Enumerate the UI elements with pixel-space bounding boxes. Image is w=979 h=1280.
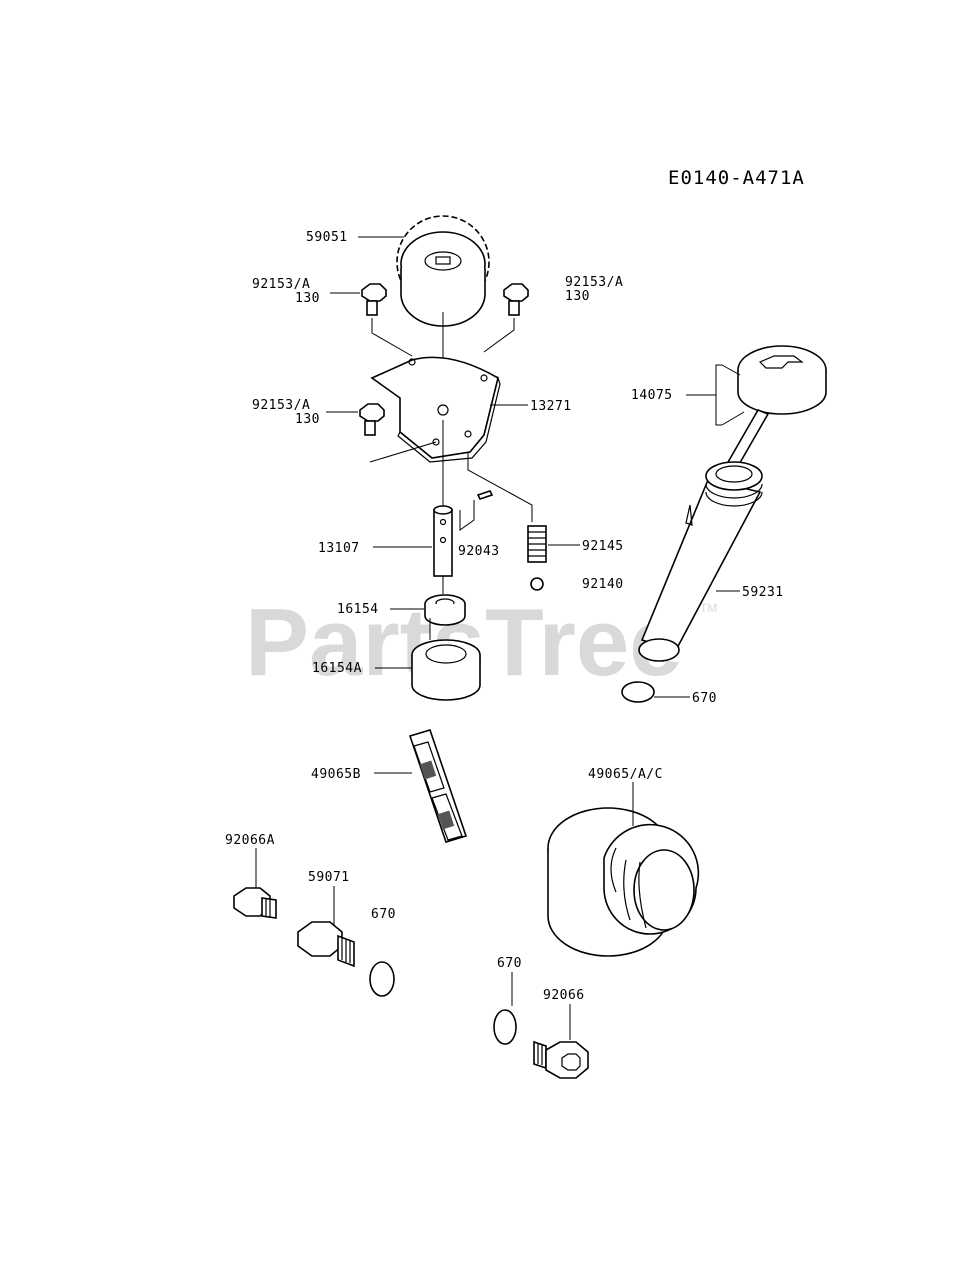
part-59051-gear[interactable] (396, 215, 490, 327)
label-16154: 16154 (337, 602, 379, 617)
watermark-tm: TM (700, 601, 717, 615)
part-92066a-plug[interactable] (233, 887, 277, 919)
part-49065-oil-filter[interactable] (547, 807, 700, 957)
label-130-ml: 130 (295, 412, 320, 427)
label-49065-a-c: 49065/A/C (588, 767, 663, 782)
part-670-oring-tube[interactable] (621, 681, 655, 703)
diagram-code: E0140-A471A (668, 167, 805, 189)
label-670-fitting: 670 (371, 907, 396, 922)
part-92043-pin[interactable] (476, 490, 494, 500)
label-92140: 92140 (582, 577, 624, 592)
label-16154a: 16154A (312, 661, 362, 676)
part-92153a-bolt-right[interactable] (503, 283, 529, 316)
part-670-oring-fitting[interactable] (369, 961, 395, 997)
label-130-tr: 130 (565, 289, 590, 304)
label-92153a-tr: 92153/A (565, 275, 623, 290)
part-13271-plate[interactable] (370, 356, 501, 463)
label-49065b: 49065B (311, 767, 361, 782)
label-59051: 59051 (306, 230, 348, 245)
part-16154a-outer-rotor[interactable] (411, 639, 481, 701)
label-92066a: 92066A (225, 833, 275, 848)
part-59231-tube[interactable] (638, 461, 763, 662)
part-92140-ball[interactable] (530, 577, 544, 591)
part-670-oring-plug[interactable] (493, 1009, 517, 1045)
part-92066-plug[interactable] (533, 1040, 589, 1079)
part-16154-inner-rotor[interactable] (424, 594, 466, 626)
part-92153a-bolt-mid[interactable] (359, 403, 385, 436)
label-92145: 92145 (582, 539, 624, 554)
part-49065b-strainer[interactable] (408, 729, 468, 843)
label-14075: 14075 (631, 388, 673, 403)
label-92043: 92043 (458, 544, 500, 559)
label-92153a-ml: 92153/A (252, 398, 310, 413)
label-92066: 92066 (543, 988, 585, 1003)
label-13271: 13271 (530, 399, 572, 414)
label-130-tl: 130 (295, 291, 320, 306)
label-59231: 59231 (742, 585, 784, 600)
part-92153a-bolt-left[interactable] (361, 283, 387, 316)
label-92153a-tl: 92153/A (252, 277, 310, 292)
part-13107-shaft[interactable] (433, 505, 453, 577)
part-59071-drain-fitting[interactable] (297, 921, 355, 968)
label-13107: 13107 (318, 541, 360, 556)
part-92145-spring[interactable] (527, 525, 547, 563)
label-59071: 59071 (308, 870, 350, 885)
label-670-plug: 670 (497, 956, 522, 971)
label-670-tube: 670 (692, 691, 717, 706)
